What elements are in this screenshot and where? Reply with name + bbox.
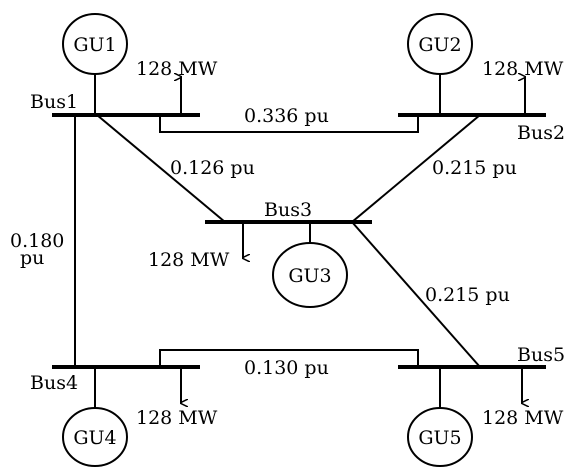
gu1-label: GU1 bbox=[73, 34, 116, 56]
impedance-bus1-bus3: 0.126 pu bbox=[170, 157, 255, 179]
bus4-label: Bus4 bbox=[30, 372, 78, 394]
impedance-bus1-bus4-value: 0.180 bbox=[10, 230, 64, 252]
gu2-generator-circle bbox=[407, 13, 473, 75]
impedance-bus4-bus5: 0.130 pu bbox=[244, 357, 329, 379]
gu5-label: GU5 bbox=[418, 427, 461, 449]
load-label-bus2: 128 MW bbox=[482, 58, 564, 80]
gu3-label: GU3 bbox=[288, 265, 331, 287]
bus2-label: Bus2 bbox=[517, 122, 565, 144]
bus1-label: Bus1 bbox=[30, 91, 78, 113]
impedance-bus1-bus2: 0.336 pu bbox=[244, 105, 329, 127]
line-bus1-bus2 bbox=[159, 115, 419, 133]
load-label-bus3: 128 MW bbox=[148, 249, 230, 271]
bus5-label: Bus5 bbox=[517, 344, 565, 366]
gu3-generator-circle bbox=[272, 242, 348, 308]
impedance-bus3-bus5: 0.215 pu bbox=[425, 284, 510, 306]
line-bus1-bus3 bbox=[96, 114, 226, 223]
impedance-bus2-bus3: 0.215 pu bbox=[432, 157, 517, 179]
line-bus4-bus5 bbox=[159, 349, 419, 367]
load-label-bus4: 128 MW bbox=[136, 407, 218, 429]
load-label-bus1: 128 MW bbox=[136, 58, 218, 80]
impedance-bus1-bus4-unit: pu bbox=[20, 247, 44, 269]
gu1-generator-circle bbox=[62, 13, 128, 75]
gu4-generator-circle bbox=[62, 407, 128, 467]
line-bus2-bus3 bbox=[351, 114, 481, 223]
gu2-label: GU2 bbox=[418, 34, 461, 56]
gu4-label: GU4 bbox=[73, 427, 116, 449]
line-bus3-bus5 bbox=[351, 221, 481, 368]
gu5-generator-circle bbox=[407, 407, 473, 467]
load-label-bus5: 128 MW bbox=[482, 407, 564, 429]
bus3-label: Bus3 bbox=[264, 199, 312, 221]
